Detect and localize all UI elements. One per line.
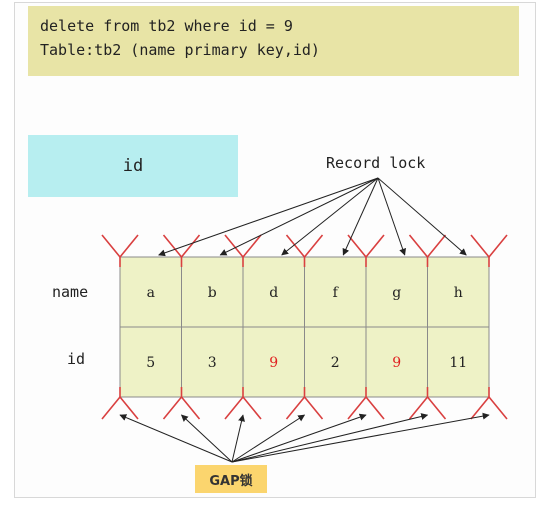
gap-lock-arrow xyxy=(231,414,245,463)
record-name: b xyxy=(208,285,217,301)
gap-marker-bottom xyxy=(101,395,139,420)
record-id: 3 xyxy=(208,355,217,371)
name-cell xyxy=(181,256,244,328)
id-cell xyxy=(242,326,305,398)
record-name: a xyxy=(147,285,155,301)
record-id: 11 xyxy=(449,355,467,371)
record-id: 9 xyxy=(392,355,401,371)
gap-marker-bottom xyxy=(285,395,324,420)
gap-marker-top xyxy=(347,234,385,259)
gap-lock-arrow xyxy=(231,413,429,463)
index-label: id xyxy=(122,156,144,176)
record-name: d xyxy=(269,285,278,301)
record-lock-arrow xyxy=(377,177,406,256)
gap-marker-top xyxy=(470,234,508,259)
name-cell xyxy=(242,256,305,328)
gap-marker-bottom xyxy=(162,395,201,420)
arrows xyxy=(119,177,490,463)
record-lock-arrow xyxy=(377,177,467,256)
gap-lock-arrow xyxy=(231,412,490,463)
record-cells: a 5 b 3 d 9 f 2 g 9 h 11 xyxy=(119,256,490,398)
sql-statement-box: delete from tb2 where id = 9 Table:tb2 (… xyxy=(28,6,519,76)
record-id: 2 xyxy=(331,355,340,371)
id-cell xyxy=(181,326,244,398)
name-row-label: name xyxy=(52,283,89,301)
gap-lock-arrow xyxy=(231,413,367,463)
gap-lock-arrow xyxy=(231,414,306,463)
name-cell xyxy=(427,256,490,328)
name-cell xyxy=(365,256,428,328)
record-lock-label: Record lock xyxy=(326,154,426,172)
name-cell xyxy=(304,256,367,328)
index-label-box: id xyxy=(28,135,238,197)
gap-lock-arrow xyxy=(180,414,233,463)
record-id: 5 xyxy=(146,355,155,371)
gap-marker-top xyxy=(162,234,201,259)
record-lock-arrow xyxy=(158,177,379,257)
gap-marker-top xyxy=(101,234,139,259)
record-id: 9 xyxy=(269,355,278,371)
id-cell xyxy=(119,326,182,398)
slide-frame xyxy=(14,2,536,498)
record-name: g xyxy=(392,285,401,301)
gap-marker-top xyxy=(285,234,324,259)
gap-markers xyxy=(101,234,508,420)
gap-marker-bottom xyxy=(347,395,385,420)
record-lock-arrow xyxy=(219,177,379,256)
record-name: f xyxy=(333,285,340,301)
table-definition: Table:tb2 (name primary key,id) xyxy=(40,41,320,59)
id-row-label: id xyxy=(67,350,86,368)
record-name: h xyxy=(454,285,463,301)
id-cell xyxy=(365,326,428,398)
id-cell xyxy=(427,326,490,398)
gap-lock-arrow xyxy=(119,414,233,463)
sql-statement: delete from tb2 where id = 9 xyxy=(40,17,293,35)
gap-marker-bottom xyxy=(470,395,508,420)
gap-marker-top xyxy=(408,234,447,259)
record-lock-arrow xyxy=(281,177,379,256)
gap-marker-bottom xyxy=(408,395,447,420)
gap-lock-label: GAP锁 xyxy=(195,465,267,493)
record-lock-arrow xyxy=(342,177,379,256)
